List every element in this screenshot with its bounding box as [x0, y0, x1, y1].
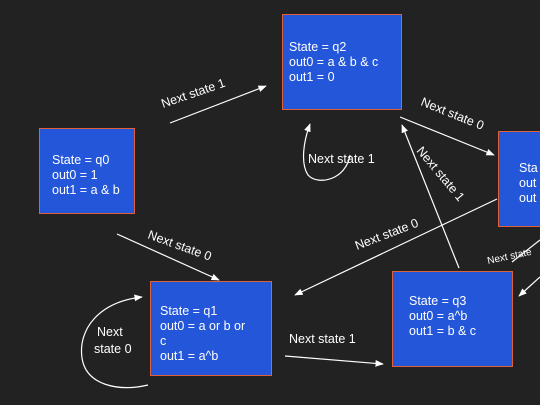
edge-label-q2-self: Next state 1 — [308, 152, 375, 166]
state-q3-out0: out0 = a^b — [409, 309, 468, 323]
edge-label-q1-self-line2: state 0 — [94, 342, 132, 356]
edge-label-q1-q3: Next state 1 — [289, 332, 356, 346]
state-q1-out0-cont: c — [160, 334, 167, 348]
arrow-q0-to-q1 — [116, 233, 220, 281]
state-partial-out1: out — [519, 191, 537, 205]
arrow-offscreen-to-q3 — [518, 276, 540, 297]
edge-label-q0-q2: Next state 1 — [159, 76, 227, 111]
state-partial-name: Sta — [519, 161, 538, 175]
state-q1-name: State = q1 — [160, 304, 218, 318]
state-q3-out1: out1 = b & c — [409, 324, 477, 338]
edge-label-right-q1: Next state 0 — [353, 216, 420, 253]
edge-label-q1-self-line1: Next — [97, 325, 123, 339]
state-q0: State = q0 out0 = 1 out1 = a & b — [39, 128, 135, 214]
state-q0-out0: out0 = 1 — [52, 168, 98, 182]
arrow-q1-to-q3 — [284, 355, 384, 367]
state-q2-out0: out0 = a & b & c — [289, 55, 379, 69]
arrow-q1-self-loop — [80, 294, 149, 389]
state-partial-right: Sta out out — [498, 131, 540, 227]
edge-label-q0-q1: Next state 0 — [146, 228, 214, 264]
edge-label-q2-right: Next state 0 — [419, 95, 486, 133]
state-q1-out1: out1 = a^b — [160, 349, 219, 363]
state-q3: State = q3 out0 = a^b out1 = b & c — [392, 271, 513, 367]
arrow-right-state-to-q1 — [294, 198, 498, 296]
state-q3-name: State = q3 — [409, 294, 467, 308]
arrow-q2-to-right-state — [399, 116, 495, 156]
arrow-q3-to-q2 — [401, 124, 460, 269]
state-q0-name: State = q0 — [52, 153, 110, 167]
state-q2: State = q2 out0 = a & b & c out1 = 0 — [282, 14, 402, 110]
arrow-q0-to-q2 — [169, 85, 267, 124]
edge-label-right-q3: Next state — [486, 247, 533, 267]
state-q1-out0: out0 = a or b or — [160, 319, 246, 333]
state-q0-out1: out1 = a & b — [52, 183, 120, 197]
state-q2-name: State = q2 — [289, 40, 347, 54]
arrow-q2-self-loop — [302, 123, 351, 181]
state-q1: State = q1 out0 = a or b or c out1 = a^b — [150, 281, 272, 376]
arrow-right-state-offscreen — [511, 239, 540, 263]
state-partial-out0: out — [519, 176, 537, 190]
state-q2-out1: out1 = 0 — [289, 70, 335, 84]
